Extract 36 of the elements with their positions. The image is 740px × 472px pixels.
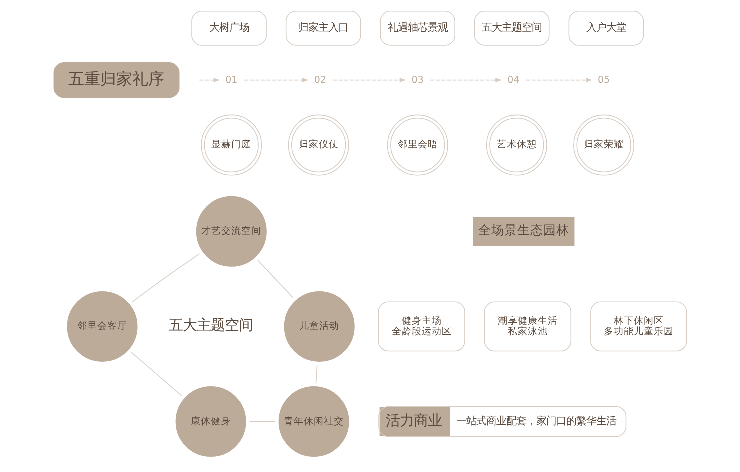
node-circle: 青年休闲社交 <box>278 386 350 458</box>
arrow <box>244 78 308 83</box>
connector <box>132 254 200 303</box>
node-box: 全场景生态园林 <box>472 216 574 246</box>
node-box: 健身主场 全龄段运动区 <box>378 302 465 352</box>
node-text: 02 <box>314 74 326 86</box>
node-box: 五大主题空间 <box>474 10 550 46</box>
node-box: 五重归家礼序 <box>53 62 180 98</box>
node-box: 潮享健康生活 私家泳池 <box>484 302 572 352</box>
label: 五大主题空间 <box>168 318 253 334</box>
arrow <box>526 78 592 83</box>
node-circle: 艺术休憩 <box>486 114 547 176</box>
node-text: 05 <box>597 74 610 86</box>
arrow <box>198 78 220 83</box>
node-circle: 才艺交流空间 <box>195 196 268 268</box>
node-box: 入户大堂 <box>568 10 644 46</box>
node-circle: 归家荣耀 <box>573 114 634 176</box>
connector <box>315 365 318 384</box>
node-text: 01 <box>225 74 238 86</box>
node-text: 03 <box>411 74 424 86</box>
node-box: 林下休闲区 多功能儿童乐园 <box>590 302 687 352</box>
node-box: 礼遇轴芯景观 <box>380 10 455 46</box>
node-circle: 邻里会晤 <box>386 114 448 176</box>
node-circle: 归家仪仗 <box>288 114 349 176</box>
connector <box>257 260 294 298</box>
node-box: 大树广场 <box>191 10 266 46</box>
node-text: 04 <box>507 74 520 86</box>
node-circle: 康体健身 <box>174 386 247 458</box>
connector <box>248 421 276 422</box>
connector <box>130 352 182 396</box>
node-circle: 显赫门庭 <box>200 114 262 176</box>
node-box: 归家主入口 <box>285 10 361 46</box>
node-circle: 邻里会客厅 <box>66 290 138 363</box>
node-circle: 儿童活动 <box>283 290 356 363</box>
arrow <box>430 78 502 83</box>
arrow <box>332 78 406 83</box>
